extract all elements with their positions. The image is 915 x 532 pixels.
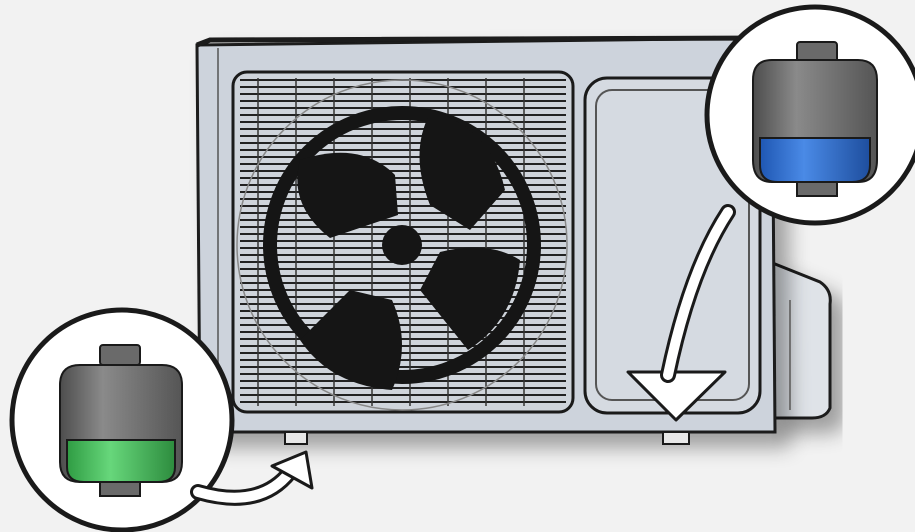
side-service-box <box>768 259 832 420</box>
callout-top-right <box>704 4 915 226</box>
curved-arrow-icon <box>660 204 736 383</box>
fan-blades <box>263 106 541 390</box>
drain-plug-icon <box>752 41 878 197</box>
fan-grille <box>231 70 575 414</box>
callout-bottom-left <box>9 307 235 532</box>
drain-plug-icon <box>59 344 183 497</box>
curved-arrow-up-icon <box>190 450 314 506</box>
left-foot-drain <box>284 431 308 445</box>
right-foot-drain <box>662 431 690 445</box>
